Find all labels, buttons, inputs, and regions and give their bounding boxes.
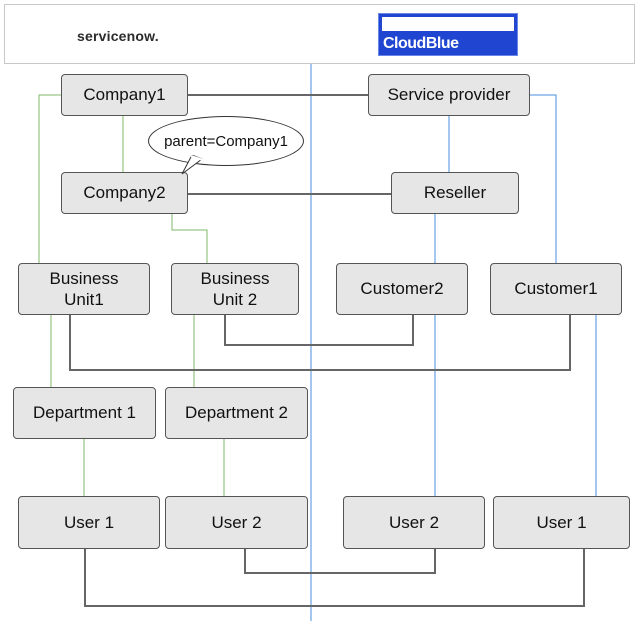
node-business-unit2: Business Unit 2 xyxy=(171,263,299,315)
parent-callout-text: parent=Company1 xyxy=(164,132,288,150)
node-department2: Department 2 xyxy=(165,387,308,439)
cloudblue-header: CloudBlue xyxy=(311,4,635,64)
node-customer1: Customer1 xyxy=(490,263,622,315)
node-company2: Company2 xyxy=(61,172,188,214)
node-service-provider: Service provider xyxy=(368,74,530,116)
servicenow-hierarchy-links xyxy=(38,94,225,496)
mapping-links xyxy=(69,94,585,607)
node-department1: Department 1 xyxy=(13,387,156,439)
servicenow-logo: servicenow. xyxy=(77,28,159,44)
cloudblue-hierarchy-links xyxy=(434,94,597,496)
node-business-unit1: Business Unit1 xyxy=(18,263,150,315)
node-cloudblue-user1: User 1 xyxy=(493,496,630,549)
node-reseller: Reseller xyxy=(391,172,519,214)
node-company1: Company1 xyxy=(61,74,188,116)
servicenow-header: servicenow. xyxy=(4,4,311,64)
node-customer2: Customer2 xyxy=(336,263,468,315)
cloudblue-logo-text: CloudBlue xyxy=(383,35,459,52)
node-cloudblue-user2: User 2 xyxy=(343,496,485,549)
parent-callout: parent=Company1 xyxy=(148,116,304,166)
node-servicenow-user1: User 1 xyxy=(18,496,160,549)
callout-tail xyxy=(181,155,204,175)
cloudblue-logo: CloudBlue xyxy=(378,13,518,56)
node-servicenow-user2: User 2 xyxy=(165,496,308,549)
